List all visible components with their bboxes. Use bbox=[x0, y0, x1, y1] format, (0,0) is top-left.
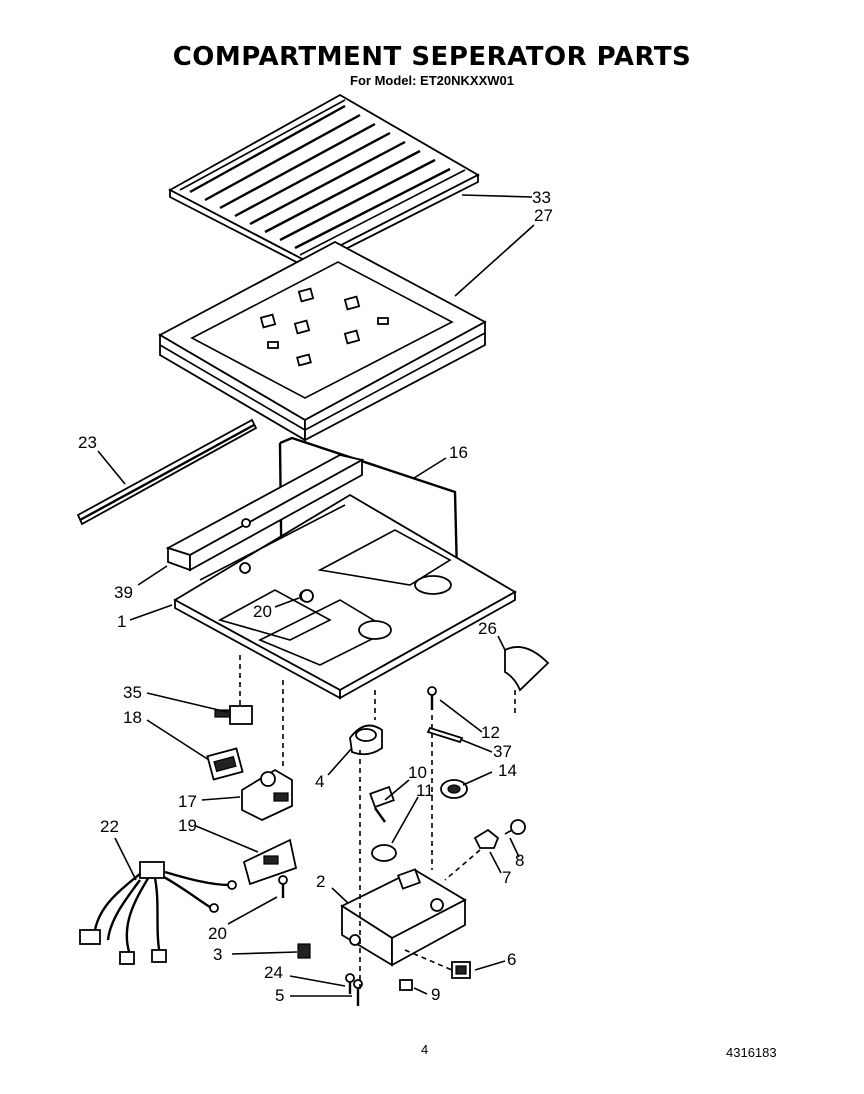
part-11-washer bbox=[371, 844, 397, 862]
page-title: COMPARTMENT SEPERATOR PARTS bbox=[172, 42, 692, 72]
callout-33: 33 bbox=[532, 188, 551, 207]
callout-labels: 33 27 23 16 39 20 1 26 35 18 12 37 4 10 … bbox=[78, 188, 553, 1005]
callout-20-upper: 20 bbox=[253, 602, 272, 621]
callout-20-lower: 20 bbox=[208, 924, 227, 943]
part-37-clip bbox=[426, 726, 464, 744]
callout-18: 18 bbox=[123, 708, 142, 727]
callout-22: 22 bbox=[100, 817, 119, 836]
callout-2: 2 bbox=[316, 872, 325, 891]
part-35-knob bbox=[214, 705, 253, 725]
part-23-trim-strip bbox=[76, 418, 258, 526]
callout-23: 23 bbox=[78, 433, 97, 452]
callout-3: 3 bbox=[213, 945, 222, 964]
part-19-bracket bbox=[242, 838, 298, 886]
callout-16: 16 bbox=[449, 443, 468, 462]
callout-17: 17 bbox=[178, 792, 197, 811]
part-33-shelf-grille bbox=[168, 93, 480, 270]
part-4-housing bbox=[349, 724, 383, 756]
callout-37: 37 bbox=[493, 742, 512, 761]
callout-1: 1 bbox=[117, 612, 126, 631]
callout-39: 39 bbox=[114, 583, 133, 602]
callout-5: 5 bbox=[275, 986, 284, 1005]
part-27-shelf-frame bbox=[158, 240, 487, 442]
part-10-thermostat bbox=[369, 785, 395, 823]
callout-24: 24 bbox=[264, 963, 283, 982]
callout-4: 4 bbox=[315, 772, 324, 791]
part-5-screw bbox=[353, 979, 363, 1006]
callout-35: 35 bbox=[123, 683, 142, 702]
part-20-screw-lower bbox=[278, 875, 288, 898]
callout-7: 7 bbox=[502, 868, 511, 887]
leader-lines bbox=[97, 194, 535, 997]
callout-8: 8 bbox=[515, 851, 524, 870]
part-26-cover bbox=[504, 646, 550, 692]
part-9-nut bbox=[399, 979, 413, 991]
part-6-switch bbox=[451, 961, 471, 979]
part-1-separator bbox=[173, 493, 517, 700]
part-7-socket bbox=[473, 828, 500, 849]
part-12-screw bbox=[427, 686, 437, 710]
part-24-screw bbox=[345, 973, 355, 994]
callout-19: 19 bbox=[178, 816, 197, 835]
callout-9: 9 bbox=[431, 985, 440, 1004]
model-subtitle: For Model: ET20NKXXW01 bbox=[350, 73, 514, 88]
part-17-control bbox=[241, 768, 293, 821]
callout-26: 26 bbox=[478, 619, 497, 638]
part-39-front-rail bbox=[165, 454, 365, 572]
part-8-bulb bbox=[504, 819, 526, 835]
part-18-dial bbox=[206, 747, 244, 781]
part-2-housing-bracket bbox=[340, 868, 467, 967]
document-number: 4316183 bbox=[726, 1045, 777, 1060]
callout-12: 12 bbox=[481, 723, 500, 742]
part-3-clip bbox=[297, 943, 311, 959]
callout-10: 10 bbox=[408, 763, 427, 782]
callout-11: 11 bbox=[416, 781, 434, 800]
page-number: 4 bbox=[421, 1042, 429, 1057]
callout-14: 14 bbox=[498, 761, 517, 780]
callout-27: 27 bbox=[534, 206, 553, 225]
callout-6: 6 bbox=[507, 950, 516, 969]
part-20-screw-upper bbox=[300, 589, 314, 603]
part-14-grommet bbox=[440, 779, 468, 799]
part-22-wire-harness bbox=[79, 861, 237, 965]
